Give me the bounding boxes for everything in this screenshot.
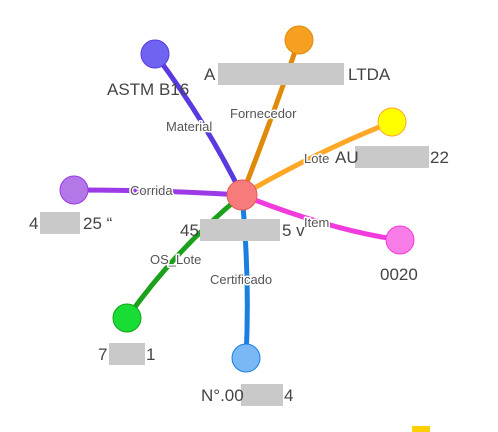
redaction-block (241, 384, 283, 406)
node-label-corrida-suffix: 25 “ (83, 214, 113, 233)
node-label-fornecedor-suffix: LTDA (348, 65, 391, 84)
edge-item (239, 192, 403, 243)
node-label-material: ASTM B16 (107, 80, 189, 99)
node-label-corrida-prefix: 4 (29, 214, 38, 233)
node-label-os-lote-prefix: 7 (98, 345, 107, 364)
node-lote[interactable] (377, 107, 407, 137)
edge-label-certificado: Certificado (210, 272, 272, 287)
node-label-os-lote-suffix: 1 (146, 345, 155, 364)
edge-material (152, 51, 245, 198)
node-label-item: 0020 (380, 265, 418, 284)
redaction-block (355, 146, 429, 168)
node-label-center-suffix: 5 v (282, 221, 305, 240)
node-fornecedor[interactable] (284, 25, 314, 55)
node-label-lote-prefix: AU (335, 148, 359, 167)
node-label-fornecedor-prefix: A (204, 65, 216, 84)
edge-certificado (239, 192, 250, 361)
node-material[interactable] (140, 39, 170, 69)
edge-label-item: Item (304, 215, 329, 230)
edge-label-corrida: Corrida (130, 183, 173, 198)
redaction-block (218, 63, 344, 85)
node-corrida[interactable] (59, 175, 89, 205)
node-center[interactable] (226, 179, 258, 211)
node-os-lote[interactable] (112, 303, 142, 333)
node-label-center-prefix: 45 (180, 221, 199, 240)
highlight-marker (412, 426, 430, 432)
node-certificado[interactable] (231, 343, 261, 373)
node-label-certificado-prefix: N°.00 (201, 386, 244, 405)
edge-label-material: Material (166, 119, 212, 134)
edge-fornecedor (239, 37, 302, 198)
edge-os-lote (124, 192, 245, 321)
node-label-certificado-suffix: 4 (284, 386, 293, 405)
redaction-block (40, 212, 80, 234)
edge-label-os-lote: OS_Lote (150, 252, 201, 267)
edge-label-fornecedor: Fornecedor (230, 106, 297, 121)
edge-corrida (71, 187, 245, 198)
node-item[interactable] (385, 225, 415, 255)
edge-label-lote: Lote (304, 151, 329, 166)
edge-lote (239, 119, 395, 198)
redaction-block (109, 343, 145, 365)
node-label-lote-suffix: 22 (430, 148, 449, 167)
redaction-block (200, 219, 280, 241)
